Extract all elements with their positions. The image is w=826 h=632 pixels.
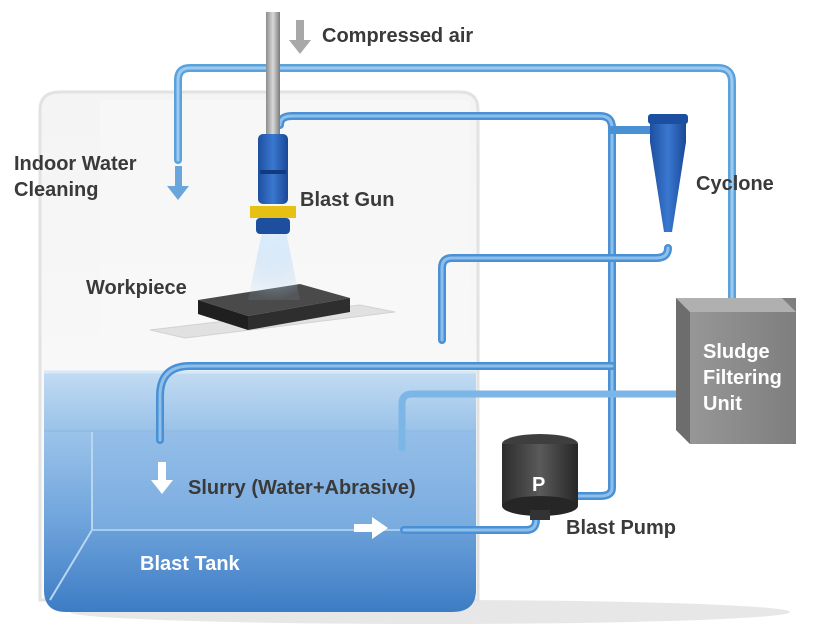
water-surface: [44, 372, 476, 432]
pump-outlet: [530, 510, 550, 520]
sludge-unit-top: [676, 298, 796, 312]
label-sludge-3: Unit: [703, 393, 742, 415]
slurry-arrow-icon: [151, 462, 173, 494]
indoor-water-arrow-icon: [167, 166, 189, 200]
label-cyclone: Cyclone: [696, 173, 774, 195]
sludge-unit-front: [676, 298, 796, 444]
pipe-network: [156, 64, 736, 534]
label-blast-gun: Blast Gun: [300, 189, 394, 211]
workpiece-front: [248, 298, 350, 330]
cyclone-cap: [648, 114, 688, 124]
workpiece-side: [198, 300, 248, 330]
spray-cone: [248, 232, 300, 300]
label-blast-pump: Blast Pump: [566, 517, 676, 539]
blast-gun-collar: [250, 206, 296, 218]
cyclone-body: [650, 120, 686, 232]
pump-intake-arrow-icon: [354, 517, 388, 539]
blast-gun-body: [258, 134, 288, 204]
label-sludge-1: Sludge: [703, 341, 770, 363]
label-indoor-water-1: Indoor Water: [14, 153, 137, 175]
compressed-air-arrow-icon: [289, 20, 311, 54]
label-blast-tank: Blast Tank: [140, 553, 241, 575]
sludge-unit-side: [676, 298, 690, 444]
blast-gun-nozzle: [256, 218, 290, 234]
label-indoor-water-2: Cleaning: [14, 179, 98, 201]
label-compressed-air: Compressed air: [322, 25, 473, 47]
blast-gun-ring: [260, 170, 286, 174]
label-workpiece: Workpiece: [86, 277, 187, 299]
pump-bottom: [502, 496, 578, 516]
label-slurry: Slurry (Water+Abrasive): [188, 477, 416, 499]
blast-tank-body: [44, 430, 476, 612]
pump-body: [502, 444, 578, 506]
label-sludge-2: Filtering: [703, 367, 782, 389]
tank-inner-wall: [92, 432, 476, 530]
label-pump-letter: P: [532, 474, 545, 496]
compressed-air-rod: [266, 12, 280, 136]
